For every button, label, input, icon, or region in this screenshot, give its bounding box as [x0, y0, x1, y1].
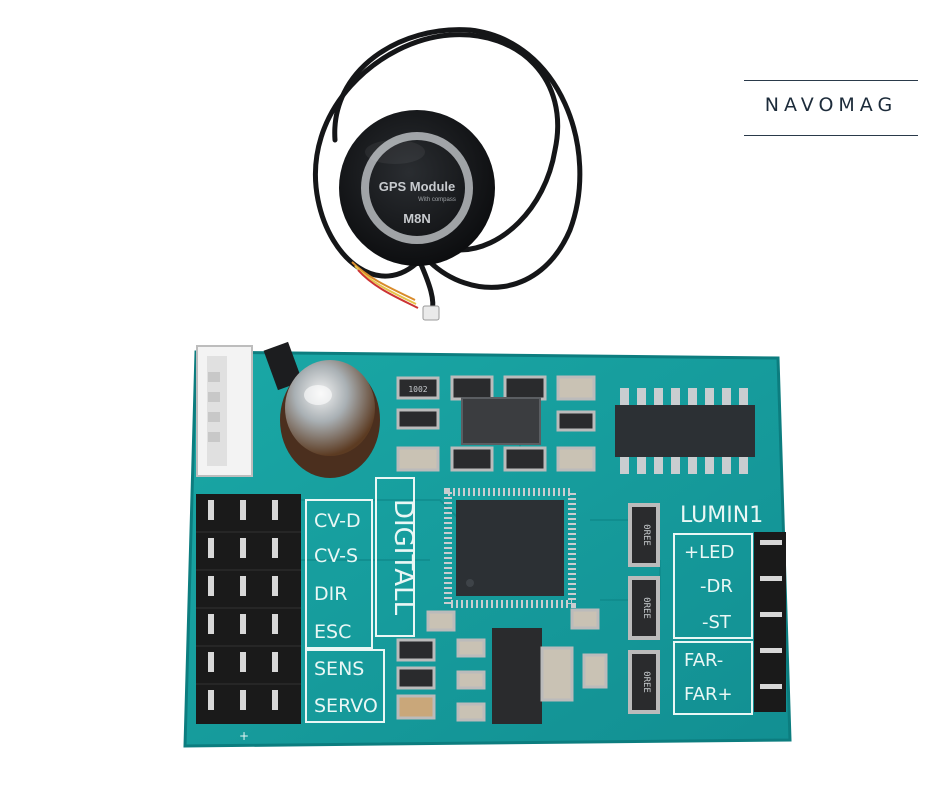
gps-connector — [422, 305, 440, 321]
gps-cable-wires — [351, 261, 419, 309]
vertical-label: DIGITALL — [388, 499, 418, 616]
pin-label-cv-s: CV-S — [314, 545, 358, 567]
smd-code: 1002 — [408, 385, 427, 394]
pin-label-esc: ESC — [314, 621, 351, 643]
pin-label-sens: SENS — [314, 658, 364, 680]
soic-chip — [615, 388, 755, 474]
resistor-code-2: 0REE — [641, 597, 651, 619]
gps-title: GPS Module — [379, 179, 456, 194]
pin-header-left — [196, 494, 301, 724]
resistors: 0REE 0REE 0REE — [628, 503, 660, 714]
brand-logo: NAVOMAG — [744, 80, 918, 136]
resistor-code-3: 0REE — [641, 671, 651, 693]
pin-label-cv-d: CV-D — [314, 510, 361, 532]
pin-label-st: -ST — [702, 612, 732, 633]
voltage-regulator-small — [263, 341, 303, 391]
right-pin-labels: LUMIN1 +LED -DR -ST FAR- FAR+ — [673, 503, 763, 715]
gps-model: M8N — [403, 211, 430, 226]
pin-label-dr: -DR — [700, 576, 733, 597]
plus-mark: + — [239, 729, 249, 743]
brand-top-rule — [744, 80, 918, 81]
pin-label-servo: SERVO — [314, 695, 378, 717]
board-brand: LUMIN1 — [680, 503, 763, 528]
pin-header-right — [754, 532, 786, 712]
resistor-code-1: 0REE — [641, 524, 651, 546]
electrolytic-capacitor — [280, 360, 380, 478]
pin-label-led: +LED — [684, 542, 734, 563]
pin-label-dir: DIR — [314, 583, 347, 605]
jst-connector — [196, 345, 253, 477]
voltage-regulator — [456, 628, 574, 724]
left-pin-labels: CV-D CV-S DIR ESC SENS SERVO + — [239, 499, 385, 743]
brand-bottom-rule — [744, 135, 918, 136]
pin-label-far-minus: FAR- — [684, 650, 723, 671]
smd-components-bottom — [396, 608, 608, 720]
microcontroller — [444, 488, 576, 608]
brand-name: NAVOMAG — [764, 94, 898, 116]
gps-subtitle: With compass — [418, 197, 456, 203]
smd-components-top: 1002 — [396, 375, 596, 472]
digitall-label: DIGITALL — [375, 477, 418, 637]
gps-module: GPS Module With compass M8N — [339, 110, 495, 266]
pin-label-far-plus: FAR+ — [684, 684, 733, 705]
